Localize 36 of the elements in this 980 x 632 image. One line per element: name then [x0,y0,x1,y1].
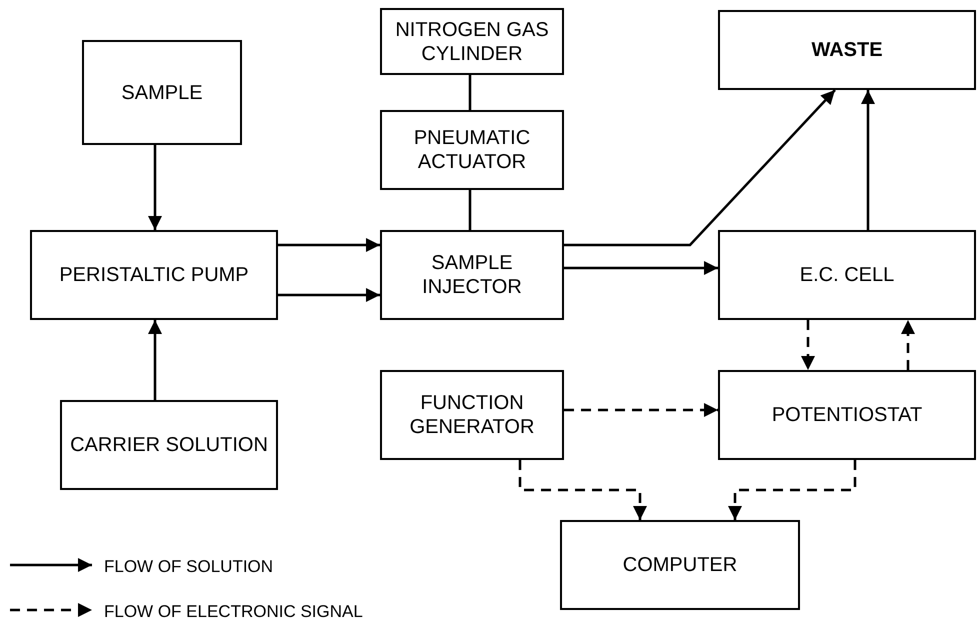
process-box [718,370,976,460]
box-label: FUNCTION GENERATOR [408,391,536,439]
arrow [278,238,380,252]
arrow [728,460,856,520]
arrow [861,90,875,230]
process-box [380,8,564,75]
box-label: SAMPLE [121,80,203,104]
arrow [148,320,162,400]
arrow [564,89,836,246]
process-box [82,40,242,145]
arrow [901,320,915,370]
arrow [148,145,162,230]
box-label: WASTE [811,38,883,62]
arrow [518,460,647,520]
legend-text: FLOW OF SOLUTION [104,556,274,578]
process-box [380,370,564,460]
process-box [380,230,564,320]
box-label: CARRIER SOLUTION [70,433,268,457]
process-box [718,230,976,320]
arrow [564,403,718,417]
process-box [60,400,278,490]
box-label: POTENTIOSTAT [772,403,922,427]
process-box [380,110,564,190]
box-label: E.C. CELL [800,263,894,287]
process-box [718,10,976,90]
box-label: COMPUTER [622,553,738,577]
arrow [564,261,718,275]
box-label: NITROGEN GAS CYLINDER [394,18,550,66]
process-box [30,230,278,320]
box-label: SAMPLE INJECTOR [421,251,523,299]
arrow [801,320,815,370]
legend-text: FLOW OF ELECTRONIC SIGNAL [104,601,363,623]
box-label: PNEUMATIC ACTUATOR [412,126,532,174]
arrow [278,288,380,302]
process-box [560,520,800,610]
box-label: PERISTALTIC PUMP [59,263,249,287]
